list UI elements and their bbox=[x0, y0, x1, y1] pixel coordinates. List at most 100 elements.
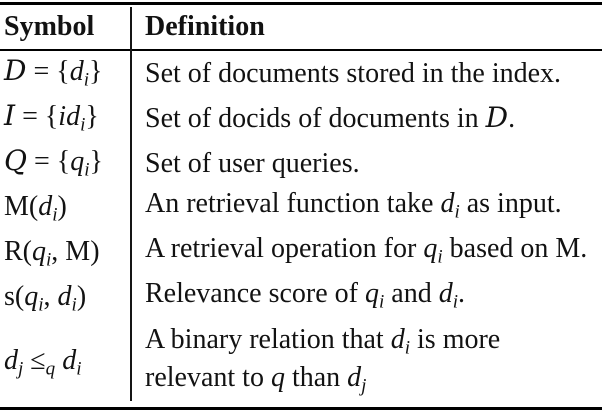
text-segment: R( bbox=[4, 235, 32, 267]
text-segment: A retrieval operation for bbox=[145, 233, 424, 265]
text-segment: s( bbox=[4, 280, 25, 312]
math-variable: d bbox=[57, 280, 72, 312]
table-row: R(qi, M)A retrieval operation for qi bas… bbox=[0, 231, 602, 276]
symbol-cell: I = {idi} bbox=[0, 101, 130, 135]
symbol-cell: dj ≤q di bbox=[0, 346, 130, 379]
math-subscript: i bbox=[404, 337, 411, 358]
math-subscript: i bbox=[80, 114, 86, 136]
definition-line: Set of user queries. bbox=[145, 147, 602, 179]
text-segment: A binary relation that bbox=[145, 323, 391, 355]
calligraphic-letter: Q bbox=[4, 144, 27, 178]
math-subscript: j bbox=[18, 358, 24, 380]
math-variable: d bbox=[38, 190, 53, 222]
definition-line: Set of documents stored in the index. bbox=[145, 57, 602, 89]
definition-line: Set of docids of documents in D. bbox=[145, 103, 602, 134]
definition-cell: An retrieval function take di as input. bbox=[130, 189, 602, 227]
text-segment: Set of docids of documents in bbox=[145, 103, 486, 134]
table-row: I = {idi} Set of docids of documents in D… bbox=[0, 96, 602, 141]
math-variable: d bbox=[347, 362, 362, 393]
text-segment: = { bbox=[26, 56, 70, 88]
text-segment: , M) bbox=[51, 235, 100, 267]
top-rule bbox=[0, 2, 602, 5]
symbol-cell: Q = {qi} bbox=[0, 146, 130, 180]
definition-cell: Relevance score of qi and di. bbox=[130, 279, 602, 317]
math-subscript: i bbox=[83, 69, 89, 91]
text-segment: . bbox=[458, 278, 466, 310]
definition-line: A binary relation that di is more bbox=[145, 323, 602, 363]
math-variable: q bbox=[24, 280, 39, 312]
table-row: s(qi, di)Relevance score of qi and di. bbox=[0, 276, 602, 321]
text-segment: = { bbox=[26, 146, 71, 178]
definition-line: A retrieval operation for qi based on M. bbox=[145, 234, 602, 272]
math-subscript: i bbox=[84, 159, 90, 181]
math-variable: q bbox=[270, 362, 285, 393]
calligraphic-letter: I bbox=[4, 99, 16, 133]
text-segment: = { bbox=[15, 101, 59, 133]
definition-cell: Set of docids of documents in D. bbox=[130, 103, 602, 134]
symbol-cell: M(di) bbox=[0, 192, 130, 225]
definition-line: relevant to q than dj bbox=[145, 363, 602, 401]
calligraphic-letter: D bbox=[485, 101, 509, 134]
definition-cell: Set of documents stored in the index. bbox=[130, 57, 602, 89]
math-variable: d bbox=[62, 345, 77, 377]
text-segment: ) bbox=[76, 280, 87, 312]
math-variable: d bbox=[4, 345, 18, 377]
text-segment: M( bbox=[4, 190, 39, 222]
definition-line: Relevance score of qi and di. bbox=[145, 279, 602, 317]
math-variable: id bbox=[58, 101, 81, 133]
math-subscript: i bbox=[46, 249, 52, 271]
math-variable: q bbox=[70, 146, 85, 178]
math-variable: q bbox=[423, 233, 438, 265]
symbol-cell: s(qi, di) bbox=[0, 282, 130, 315]
math-subscript: i bbox=[379, 291, 385, 313]
table-row: M(di)An retrieval function take di as in… bbox=[0, 186, 602, 231]
text-segment: and bbox=[384, 278, 439, 310]
bottom-rule bbox=[0, 407, 602, 410]
text-segment: } bbox=[85, 101, 99, 133]
text-segment: ≤ bbox=[23, 345, 46, 377]
text-segment: based on M. bbox=[442, 233, 588, 265]
definition-cell: Set of user queries. bbox=[130, 147, 602, 179]
math-variable: q bbox=[365, 278, 379, 310]
math-variable: d bbox=[438, 278, 453, 310]
column-divider-rule bbox=[130, 7, 132, 401]
math-subscript: j bbox=[361, 375, 367, 397]
math-subscript: i bbox=[52, 204, 58, 226]
text-segment: ) bbox=[57, 190, 67, 222]
math-variable: d bbox=[390, 323, 405, 355]
table-header-row: Symbol Definition bbox=[0, 5, 602, 49]
text-segment: as input. bbox=[459, 188, 562, 220]
math-variable: d bbox=[440, 188, 455, 220]
math-subscript: i bbox=[38, 294, 44, 316]
math-subscript: i bbox=[452, 291, 459, 313]
math-subscript: i bbox=[76, 358, 82, 380]
math-variable: q bbox=[32, 235, 46, 267]
text-segment: than bbox=[284, 362, 348, 393]
definition-cell: A retrieval operation for qi based on M. bbox=[130, 234, 602, 272]
text-segment: Relevance score of bbox=[145, 278, 365, 310]
text-segment: Set of user queries. bbox=[145, 147, 360, 179]
table-row: Q = {qi} Set of user queries. bbox=[0, 141, 602, 186]
math-variable: d bbox=[69, 56, 84, 88]
text-segment: Set of documents stored in the index. bbox=[145, 57, 562, 89]
header-divider-rule bbox=[0, 49, 602, 51]
text-segment: An retrieval function take bbox=[145, 188, 441, 220]
symbol-cell: D = {di} bbox=[0, 56, 130, 90]
math-subscript: i bbox=[71, 294, 77, 316]
header-definition: Definition bbox=[145, 11, 265, 43]
text-segment: } bbox=[88, 56, 103, 88]
symbol-cell: R(qi, M) bbox=[0, 237, 130, 270]
table-row: D = {di} Set of documents stored in the i… bbox=[0, 51, 602, 96]
math-subscript: i bbox=[437, 246, 443, 268]
header-symbol: Symbol bbox=[4, 11, 95, 43]
calligraphic-letter: D bbox=[4, 54, 27, 88]
text-segment: , bbox=[43, 280, 58, 312]
table-body: D = {di}Set of documents stored in the i… bbox=[0, 51, 602, 405]
definition-line: An retrieval function take di as input. bbox=[145, 189, 602, 227]
math-subscript: i bbox=[454, 201, 460, 223]
text-segment: . bbox=[508, 103, 516, 134]
text-segment: relevant to bbox=[145, 362, 271, 393]
